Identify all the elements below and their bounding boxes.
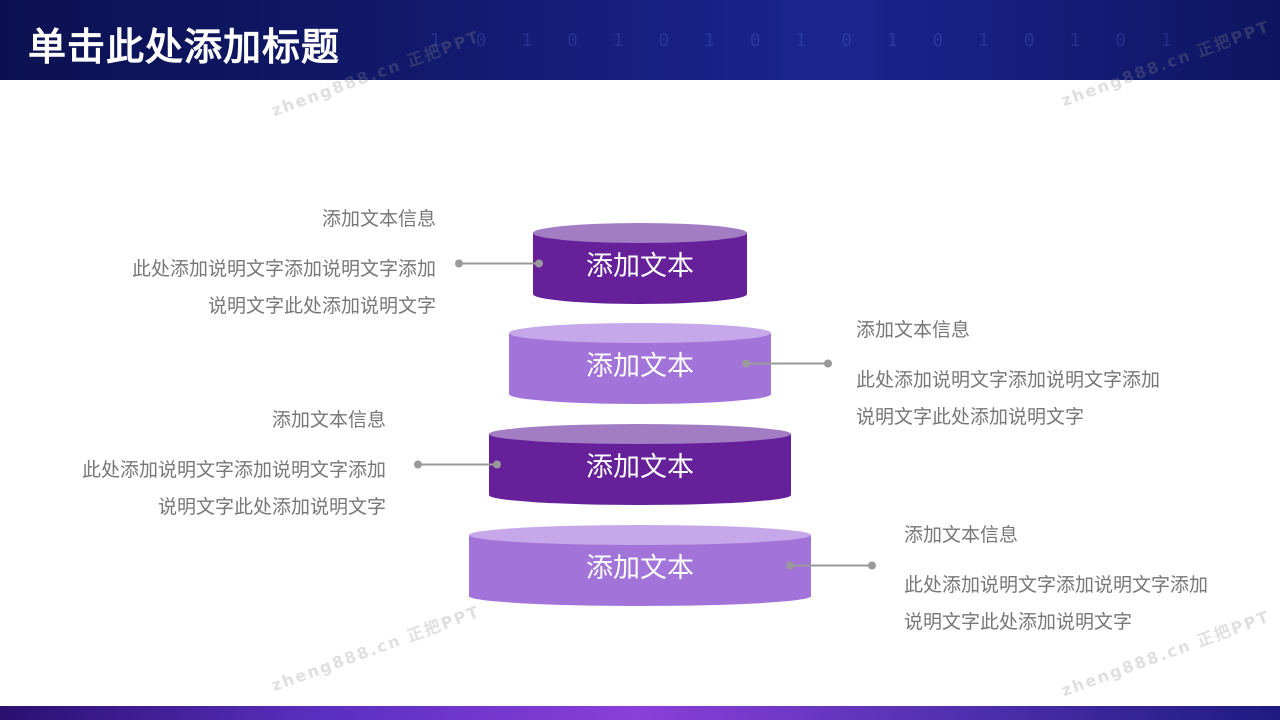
info-line[interactable]: 说明文字此处添加说明文字 (856, 406, 1085, 428)
info-line[interactable]: 此处添加说明文字添加说明文字添加 (81, 459, 386, 481)
info-line[interactable]: 说明文字此处添加说明文字 (904, 611, 1133, 633)
disc-top (469, 525, 811, 545)
disc-top (533, 223, 747, 243)
disc-body (469, 535, 811, 606)
info-line[interactable]: 说明文字此处添加说明文字 (157, 496, 386, 518)
info-line[interactable]: 此处添加说明文字添加说明文字添加 (856, 369, 1161, 391)
connector-dot (868, 561, 876, 570)
info-line[interactable]: 说明文字此处添加说明文字 (207, 295, 436, 317)
disc-top (489, 424, 791, 444)
connector-dot (824, 359, 832, 368)
disc-label[interactable]: 添加文本 (586, 452, 694, 483)
tier-disc-1[interactable] (533, 223, 747, 304)
info-heading[interactable]: 添加文本信息 (321, 208, 436, 230)
tier-disc-2[interactable] (509, 323, 771, 404)
info-block-2: 添加文本信息 此处添加说明文字添加说明文字添加 说明文字此处添加说明文字 (856, 318, 1246, 436)
connector-dot (414, 460, 422, 469)
disc-label[interactable]: 添加文本 (586, 351, 694, 382)
disc-body (489, 434, 791, 505)
info-heading[interactable]: 添加文本信息 (271, 409, 386, 431)
header-banner: 1 0 1 0 1 0 1 0 1 0 1 0 1 0 1 0 1 单击此处添加… (0, 0, 1280, 80)
info-heading[interactable]: 添加文本信息 (856, 319, 971, 341)
info-block-3: 添加文本信息 此处添加说明文字添加说明文字添加 说明文字此处添加说明文字 (0, 408, 386, 526)
disc-label[interactable]: 添加文本 (586, 251, 694, 282)
connector-dot (786, 561, 794, 570)
connector-dot (455, 259, 463, 268)
info-heading[interactable]: 添加文本信息 (904, 524, 1019, 546)
disc-body (509, 333, 771, 404)
connector-dot (493, 460, 501, 469)
disc-body (533, 233, 747, 304)
disc-top (509, 323, 771, 343)
tier-disc-4[interactable] (469, 525, 811, 606)
info-block-4: 添加文本信息 此处添加说明文字添加说明文字添加 说明文字此处添加说明文字 (904, 523, 1280, 641)
info-block-1: 添加文本信息 此处添加说明文字添加说明文字添加 说明文字此处添加说明文字 (46, 207, 436, 325)
tier-disc-3[interactable] (489, 424, 791, 505)
slide-title[interactable]: 单击此处添加标题 (28, 25, 341, 69)
connector-dot (535, 259, 543, 268)
binary-decoration: 1 0 1 0 1 0 1 0 1 0 1 0 1 0 1 0 1 (430, 30, 1184, 51)
disc-label[interactable]: 添加文本 (586, 553, 694, 584)
connector-dot (742, 359, 750, 368)
footer-band (0, 706, 1280, 720)
info-line[interactable]: 此处添加说明文字添加说明文字添加 (131, 258, 436, 280)
info-line[interactable]: 此处添加说明文字添加说明文字添加 (904, 574, 1209, 596)
